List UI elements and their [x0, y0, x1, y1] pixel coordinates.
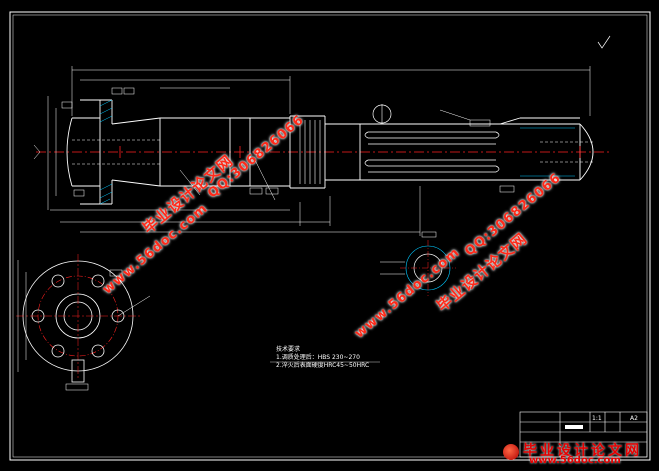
- note-line-1: 1.调质处理后：HBS 230~270: [276, 354, 360, 361]
- title-block-part-label: [565, 425, 583, 429]
- brand-footer: 毕业设计论文网 www.56doc.com: [503, 440, 653, 468]
- shaft-main-view: [36, 99, 612, 205]
- brand-name: 毕业设计论文网: [523, 443, 642, 459]
- flange-end-view: [16, 254, 151, 391]
- note-line-2: 2.淬火后表面硬度HRC45~50HRC: [276, 362, 370, 369]
- drawing-border: [9, 11, 651, 461]
- inner-border: [12, 14, 648, 458]
- title-block: [519, 411, 648, 458]
- spline-section-view: [380, 231, 456, 296]
- title-block-scale: 1:1: [592, 415, 602, 422]
- brand-logo-icon: [503, 444, 519, 460]
- brand-url: www.56doc.com: [529, 455, 621, 466]
- roughness-symbol: [597, 35, 611, 49]
- dimension-lines: [33, 66, 591, 236]
- notes-heading: 技术要求: [276, 346, 301, 353]
- title-block-sheet: A2: [630, 415, 638, 422]
